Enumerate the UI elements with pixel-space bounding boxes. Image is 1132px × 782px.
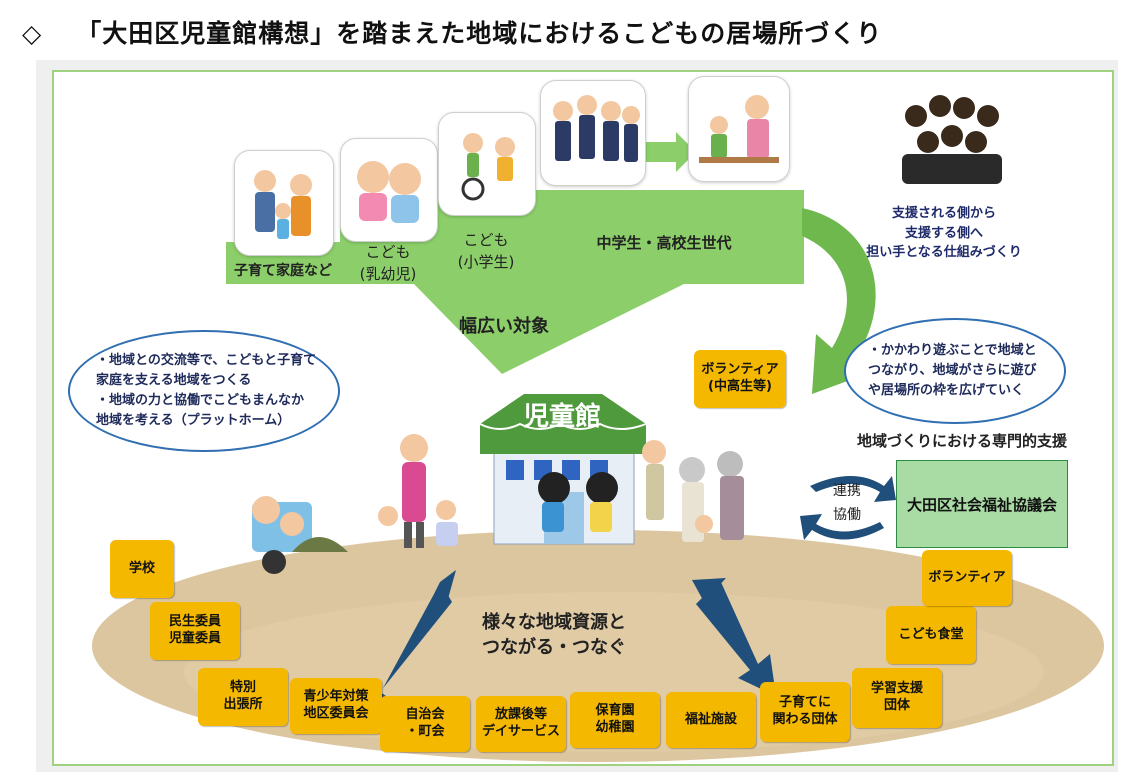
right-connection-arrow xyxy=(692,578,776,696)
resource-neighborhood-associations: 自治会 ・町会 xyxy=(380,696,470,752)
resource-branch-office: 特別 出張所 xyxy=(198,668,288,726)
label-teens: 中学生・高校生世代 xyxy=(596,234,732,252)
resource-parenting-groups: 子育てに 関わる団体 xyxy=(760,682,850,742)
photo-teens xyxy=(540,80,646,186)
family-illustration xyxy=(254,170,312,239)
resource-welfare-commissioners: 民生委員 児童委員 xyxy=(150,602,240,660)
resource-youth-committee: 青少年対策 地区委員会 xyxy=(290,678,382,734)
resource-learning-support-groups: 学習支援 団体 xyxy=(852,668,942,728)
left-connection-arrow xyxy=(360,570,456,720)
bubble-community-role: ・地域との交流等で、こどもと子育て家庭を支える地域をつくる ・地域の力と協働でこ… xyxy=(68,330,340,452)
specialized-support-heading: 地域づくりにおける専門的支援 xyxy=(856,432,1067,450)
elderly-and-families-illustration xyxy=(642,440,744,542)
bubble-play-expansion: ・かかわり遊ぶことで地域とつながり、地域がさらに遊びや居場所の枠を広げていく xyxy=(844,318,1066,424)
resources-caption: 様々な地域資源と つながる・つなぐ xyxy=(482,612,626,659)
cooperation-cycle-icon xyxy=(800,476,896,540)
photo-family xyxy=(234,150,334,256)
running-children-illustration xyxy=(538,472,618,532)
cooperation-label: 連携 協働 xyxy=(833,483,861,523)
teens-illustration xyxy=(553,95,640,162)
social-welfare-council-box: 大田区社会福祉協議会 xyxy=(896,460,1068,548)
teens-group-illustration xyxy=(902,95,1002,184)
progress-arrow-icon xyxy=(644,132,696,172)
photo-helpers xyxy=(688,76,790,182)
resource-after-school-day-service: 放課後等 デイサービス xyxy=(476,696,566,752)
resource-welfare-facilities: 福祉施設 xyxy=(666,692,756,748)
resource-school: 学校 xyxy=(110,540,174,598)
label-toddlers: こども (乳幼児) xyxy=(359,243,417,283)
photo-toddlers xyxy=(340,138,438,242)
resource-nursery-kindergarten: 保育園 幼稚園 xyxy=(570,692,660,748)
box-teen-volunteers: ボランティア (中高生等) xyxy=(694,350,786,408)
page-title-text: 「大田区児童館構想」を踏まえた地域におけるこどもの居場所づくり xyxy=(76,19,883,48)
label-wide-audience: 幅広い対象 xyxy=(459,316,549,337)
jidokan-label: 児童館 xyxy=(522,402,601,432)
teens-helping-children-illustration xyxy=(699,95,779,163)
diagram-canvas: 子育て家庭など こども (乳幼児) こども (小学生) 中学生・高校生世代 幅広… xyxy=(52,70,1114,766)
diamond-marker-icon: ◇ xyxy=(22,19,43,48)
resource-kids-cafeteria: こども食堂 xyxy=(886,606,976,664)
support-transition-text: 支援される側から 支援する側へ 担い手となる仕組みづくり xyxy=(866,206,1022,260)
schoolkids-illustration xyxy=(461,133,515,201)
page-title: ◇ 「大田区児童館構想」を踏まえた地域におけるこどもの居場所づくり xyxy=(22,14,882,50)
resource-volunteers: ボランティア xyxy=(922,550,1012,606)
toddlers-illustration xyxy=(357,161,421,223)
mother-children-illustration xyxy=(378,434,458,548)
label-child-rearing-families: 子育て家庭など xyxy=(234,263,332,279)
label-elementary: こども (小学生) xyxy=(457,231,515,271)
playground-illustration xyxy=(252,496,348,574)
photo-schoolkids xyxy=(438,112,536,216)
